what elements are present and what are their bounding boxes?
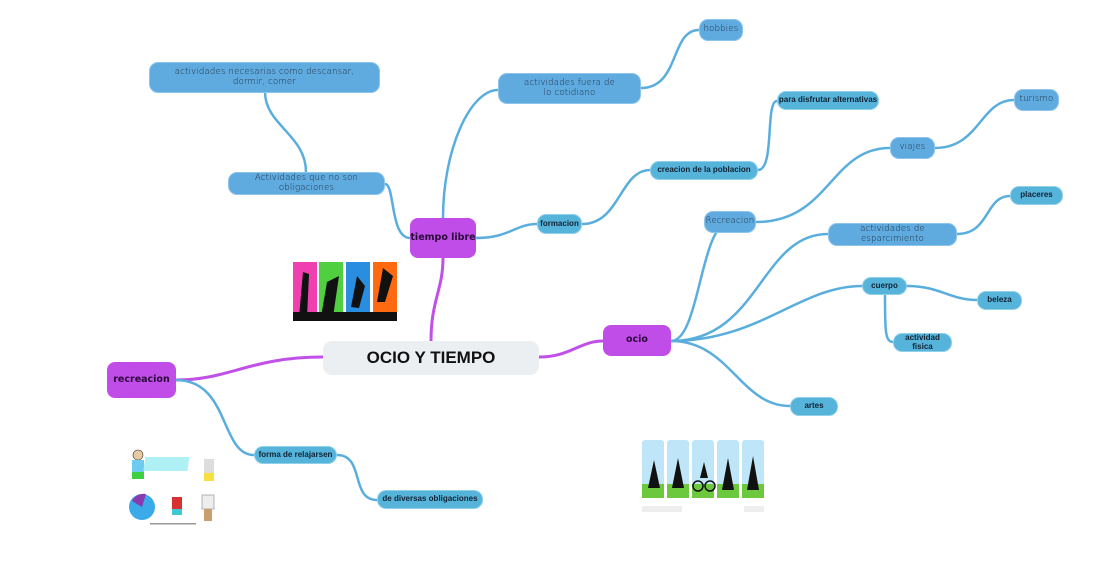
node-label: Recreacion	[705, 216, 755, 227]
silhouettes-image	[293, 262, 397, 321]
node-label: forma de relajarsen	[258, 449, 333, 459]
topic-label: ocio	[626, 334, 648, 346]
node-label: actividades fuera de lo cotidiano	[524, 78, 615, 98]
node-viajes[interactable]: viajes	[890, 137, 935, 159]
central-topic[interactable]: OCIO Y TIEMPO	[323, 341, 539, 375]
topic-ocio[interactable]: ocio	[603, 325, 671, 356]
node-cuerpo[interactable]: cuerpo	[862, 277, 907, 295]
node-label: creacion de la poblacion	[657, 165, 751, 175]
node-label: turismo	[1019, 94, 1054, 105]
node-hobbies[interactable]: hobbies	[699, 19, 743, 41]
node-recreacion-ocio[interactable]: Recreacion	[704, 211, 756, 233]
node-beleza[interactable]: beleza	[977, 291, 1022, 310]
node-label: actividad fisica	[905, 332, 940, 351]
node-label: cuerpo	[871, 280, 898, 290]
recreation-clipart-image	[129, 449, 215, 525]
node-creacion[interactable]: creacion de la poblacion	[650, 161, 758, 180]
node-label: actividades necesarias como descansar, d…	[174, 67, 355, 87]
node-label: hobbies	[703, 24, 739, 35]
node-para-disfrutar[interactable]: para disfrutar alternativas	[777, 91, 879, 110]
node-esparcimiento[interactable]: actividades de esparcimiento	[828, 223, 957, 246]
node-formacion[interactable]: formacion	[537, 214, 582, 234]
node-label: de diversas obligaciones	[382, 494, 478, 504]
node-actividades-no-obligaciones[interactable]: Actividades que no son obligaciones	[228, 172, 385, 195]
topic-label: recreacion	[113, 373, 170, 385]
node-label: viajes	[899, 142, 926, 153]
sports-silhouettes-image	[642, 440, 764, 512]
node-label: artes	[804, 401, 824, 411]
node-forma-relajarsen[interactable]: forma de relajarsen	[254, 446, 337, 464]
central-topic-label: OCIO Y TIEMPO	[366, 347, 496, 367]
node-artes[interactable]: artes	[790, 397, 838, 416]
topic-tiempo-libre[interactable]: tiempo libre	[410, 218, 476, 258]
node-label: Actividades que no son obligaciones	[254, 173, 359, 193]
topic-recreacion[interactable]: recreacion	[107, 362, 176, 398]
node-label: beleza	[987, 295, 1012, 305]
topic-label: tiempo libre	[410, 231, 476, 243]
node-label: placeres	[1020, 190, 1053, 200]
node-actividades-necesarias[interactable]: actividades necesarias como descansar, d…	[149, 62, 380, 93]
node-label: actividades de esparcimiento	[860, 224, 925, 244]
node-fuera-cotidiano[interactable]: actividades fuera de lo cotidiano	[498, 73, 641, 104]
node-diversas-obligaciones[interactable]: de diversas obligaciones	[377, 490, 483, 509]
node-turismo[interactable]: turismo	[1014, 89, 1059, 111]
node-actividad-fisica[interactable]: actividad fisica	[893, 333, 952, 352]
node-label: formacion	[540, 218, 579, 228]
node-placeres[interactable]: placeres	[1010, 186, 1063, 205]
node-label: para disfrutar alternativas	[778, 95, 878, 105]
